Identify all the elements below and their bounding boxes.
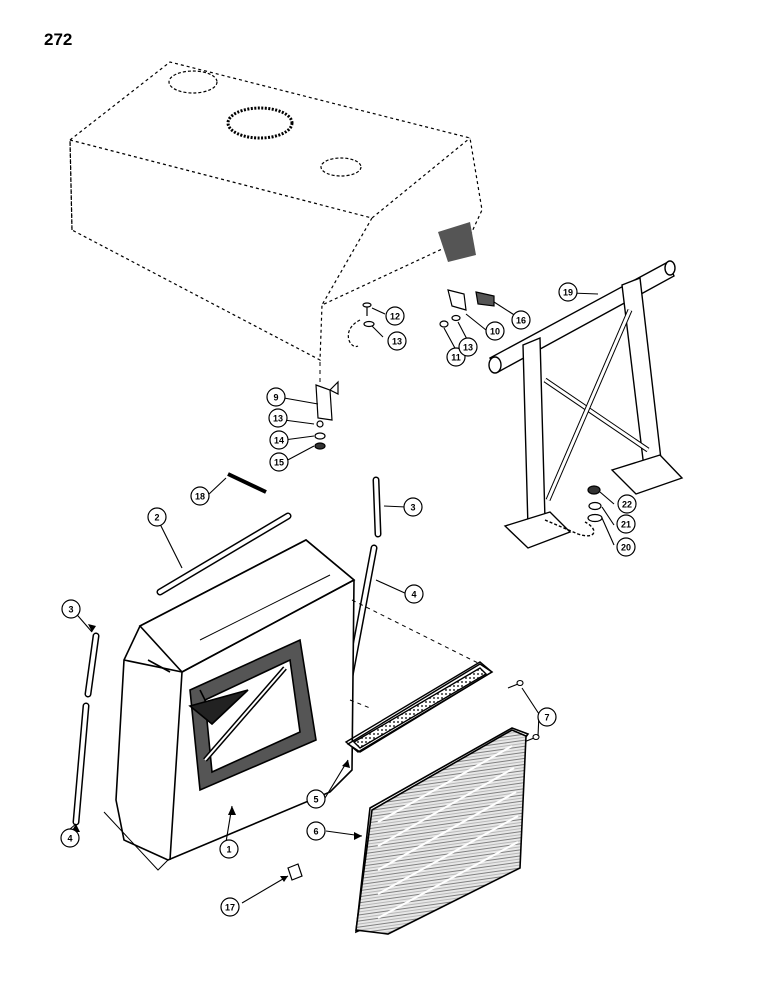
callout-label: 11 <box>451 353 461 363</box>
callout-label: 4 <box>67 834 72 844</box>
callout-c7: 7 <box>537 707 557 727</box>
callout-label: 3 <box>68 605 73 615</box>
callout-label: 6 <box>313 827 318 837</box>
callout-label: 1 <box>226 845 231 855</box>
bolt-12 <box>347 302 375 348</box>
callout-circle <box>60 828 80 848</box>
clip-17 <box>287 863 303 881</box>
mesh-screen <box>344 661 494 753</box>
callout-c3b: 3 <box>403 497 423 517</box>
callout-circle <box>616 514 636 534</box>
callout-label: 10 <box>490 327 500 337</box>
grille-panel <box>355 727 530 935</box>
callout-circle <box>403 497 423 517</box>
strip-18 <box>227 472 267 494</box>
callout-circle <box>387 331 407 351</box>
callout-circle <box>306 821 326 841</box>
callout-label: 17 <box>225 903 235 913</box>
callout-label: 12 <box>390 312 400 322</box>
callout-c22: 22 <box>617 494 637 514</box>
callout-label: 5 <box>313 795 318 805</box>
callout-label: 2 <box>154 513 159 523</box>
callout-circle <box>306 789 326 809</box>
callout-circle <box>219 839 239 859</box>
callout-circle <box>404 584 424 604</box>
hood-outline <box>69 61 483 361</box>
callout-label: 15 <box>274 458 284 468</box>
callout-label: 16 <box>516 316 526 326</box>
seal-3-left <box>84 632 100 698</box>
screws-7 <box>507 679 540 743</box>
callout-label: 13 <box>392 337 402 347</box>
callout-label: 19 <box>563 288 573 298</box>
callout-c13c: 13 <box>268 408 288 428</box>
callout-c10: 10 <box>485 321 505 341</box>
callout-c4b: 4 <box>404 584 424 604</box>
callout-circle <box>485 321 505 341</box>
assembly-lines <box>319 362 481 709</box>
grille-housing <box>103 539 356 871</box>
callout-circle <box>269 452 289 472</box>
callout-circle <box>61 599 81 619</box>
callout-c4a: 4 <box>60 828 80 848</box>
frame-hardware <box>587 485 603 523</box>
callout-label: 21 <box>621 520 631 530</box>
hood-mount-bracket <box>314 380 339 450</box>
callout-c1: 1 <box>219 839 239 859</box>
callout-circle <box>385 306 405 326</box>
page-number: 272 <box>44 30 73 49</box>
callout-label: 14 <box>274 436 284 446</box>
callout-c13b: 13 <box>458 337 478 357</box>
callout-label: 22 <box>622 500 632 510</box>
callout-c15: 15 <box>269 452 289 472</box>
callout-circle <box>511 310 531 330</box>
callout-c12: 12 <box>385 306 405 326</box>
leader-lines <box>69 292 615 904</box>
callout-label: 20 <box>621 543 631 553</box>
callout-label: 9 <box>273 393 278 403</box>
callout-c18: 18 <box>190 486 210 506</box>
callout-circle <box>269 430 289 450</box>
callout-circle <box>616 537 636 557</box>
callout-label: 4 <box>411 590 416 600</box>
callout-circle <box>537 707 557 727</box>
callout-label: 18 <box>195 492 205 502</box>
callout-c16: 16 <box>511 310 531 330</box>
callout-c6: 6 <box>306 821 326 841</box>
seal-3-right <box>372 476 382 538</box>
callout-circle <box>220 897 240 917</box>
callout-c3a: 3 <box>61 599 81 619</box>
callout-label: 3 <box>410 503 415 513</box>
support-frame <box>488 260 684 549</box>
callout-label: 13 <box>463 343 473 353</box>
callout-label: 13 <box>273 414 283 424</box>
callout-c5: 5 <box>306 789 326 809</box>
callout-c14: 14 <box>269 430 289 450</box>
seal-2 <box>156 512 292 596</box>
callout-circle <box>458 337 478 357</box>
callout-c9: 9 <box>266 387 286 407</box>
callout-circle <box>266 387 286 407</box>
callout-circle <box>190 486 210 506</box>
callout-circle <box>147 507 167 527</box>
seal-4-left <box>72 702 90 826</box>
callout-c17: 17 <box>220 897 240 917</box>
side-bracket-assembly <box>439 289 495 328</box>
callout-c2: 2 <box>147 507 167 527</box>
callout-c21: 21 <box>616 514 636 534</box>
callout-circle <box>558 282 578 302</box>
hood-openings <box>168 70 476 262</box>
callout-c13a: 13 <box>387 331 407 351</box>
callout-circle <box>617 494 637 514</box>
callout-c19: 19 <box>558 282 578 302</box>
callout-label: 7 <box>544 713 549 723</box>
callout-circle <box>268 408 288 428</box>
callout-c20: 20 <box>616 537 636 557</box>
